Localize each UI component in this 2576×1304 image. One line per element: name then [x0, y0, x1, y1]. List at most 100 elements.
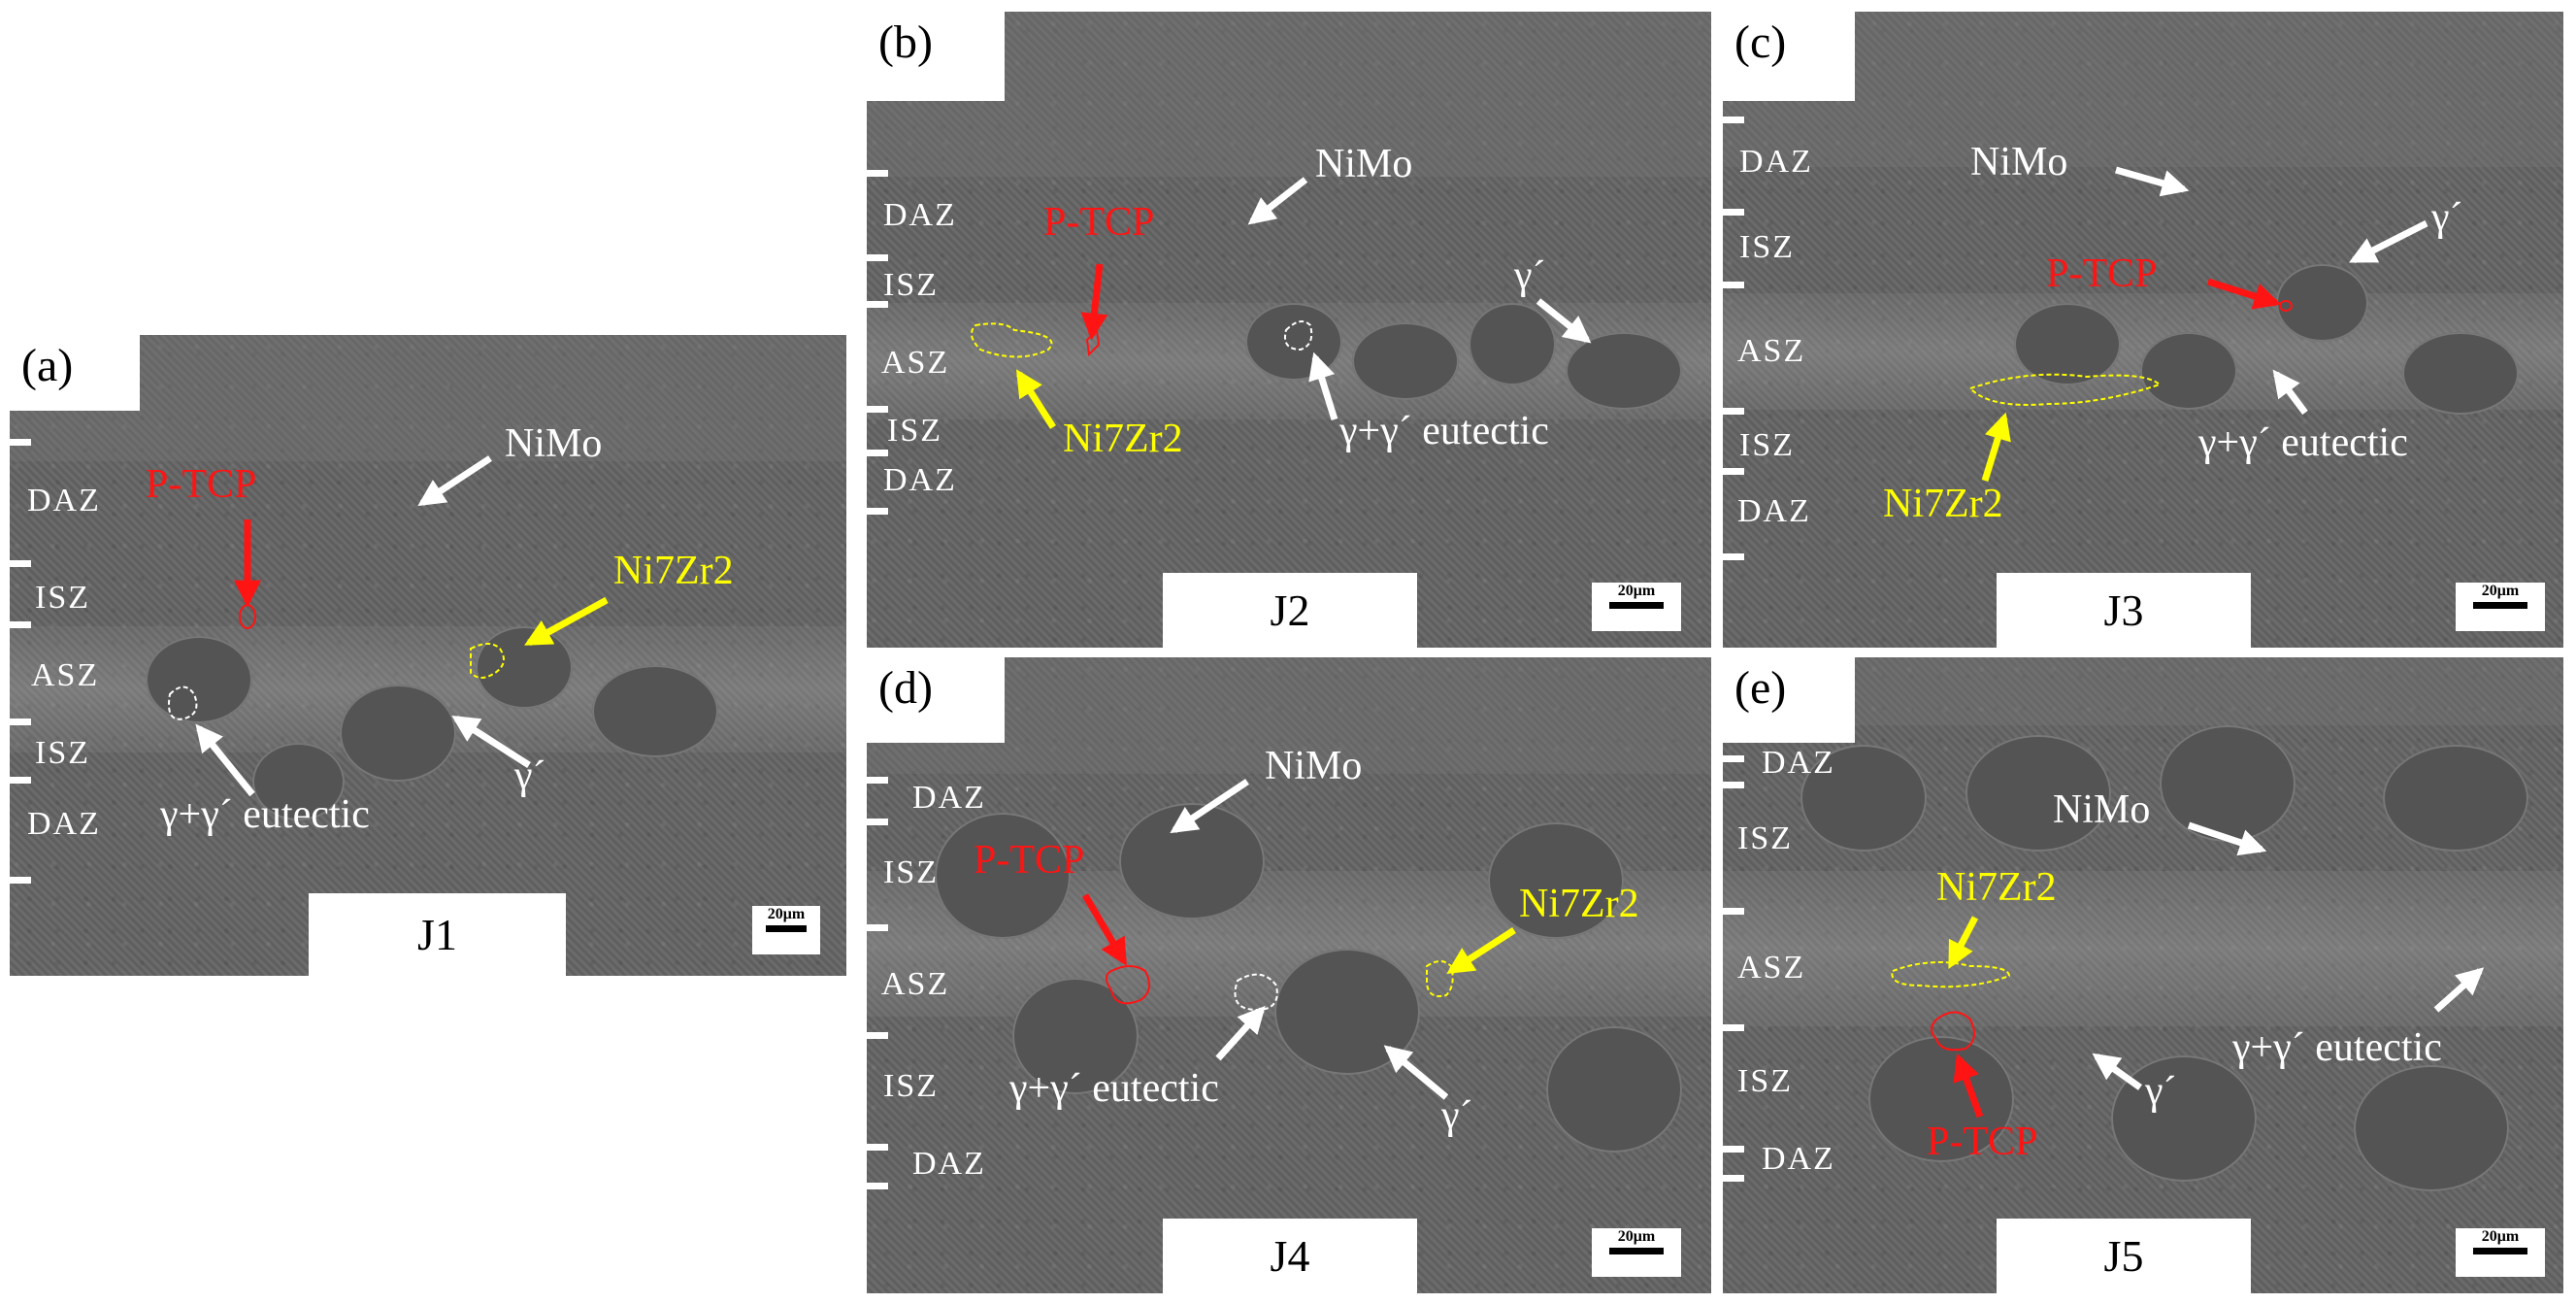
- arrow-gamma-prime: [1383, 1045, 1449, 1100]
- gamma-prime-grain: [2014, 303, 2121, 385]
- zone-tick: [867, 170, 888, 177]
- scale-text: 20μm: [767, 906, 806, 922]
- zone-label-isz: ISZ: [883, 854, 939, 890]
- gamma-prime-grain: [1352, 322, 1459, 400]
- label-eutectic: γ+γ´ eutectic: [2232, 1025, 2442, 1070]
- gamma-prime-grain: [2111, 1055, 2257, 1182]
- zone-tick: [867, 819, 888, 825]
- sem-panel-a: [10, 335, 846, 976]
- label-ptcp: P-TCP: [2046, 251, 2158, 296]
- label-ptcp: P-TCP: [146, 462, 257, 507]
- daz-band: [1723, 12, 2563, 167]
- joint-label-j2: J2: [1163, 573, 1417, 648]
- label-ni7zr2: Ni7Zr2: [1519, 882, 1639, 926]
- eutectic-outline: [1234, 973, 1278, 1012]
- arrow-ptcp: [1080, 263, 1108, 341]
- zone-tick: [1723, 117, 1744, 123]
- zone-tick: [1723, 782, 1744, 788]
- zone-tick: [10, 777, 31, 784]
- joint-label-j4: J4: [1163, 1219, 1417, 1293]
- arrow-nimo: [2115, 166, 2190, 197]
- arrow-ni7zr2: [1446, 927, 1516, 975]
- arrow-ptcp: [1953, 1053, 1984, 1119]
- arrow-nimo: [1247, 177, 1308, 225]
- panel-letter-c: (c): [1723, 12, 1855, 101]
- scale-text: 20μm: [1617, 583, 1656, 599]
- ni7zr2-outline: [971, 322, 1053, 358]
- ni7zr2-outline: [470, 643, 505, 679]
- joint-label-j3: J3: [1997, 573, 2251, 648]
- gamma-prime-grain: [1965, 735, 2111, 852]
- label-ptcp: P-TCP: [1927, 1120, 2038, 1164]
- zone-tick: [867, 406, 888, 413]
- eutectic-outline: [168, 685, 198, 720]
- scale-bar-line: [766, 925, 807, 932]
- panel-letter-a: (a): [10, 335, 140, 411]
- label-gamma-prime: γ´: [2145, 1069, 2177, 1114]
- label-nimo: NiMo: [2053, 787, 2151, 832]
- gamma-prime-grain: [592, 665, 718, 757]
- label-nimo: NiMo: [505, 421, 603, 466]
- zone-label-daz: DAZ: [27, 806, 101, 842]
- label-eutectic: γ+γ´ eutectic: [1009, 1066, 1219, 1111]
- panel-letter-b: (b): [867, 12, 1005, 101]
- zone-label-isz: ISZ: [35, 735, 90, 771]
- label-gamma-prime: γ´: [1514, 253, 1546, 298]
- gamma-prime-grain: [1546, 1026, 1682, 1153]
- zone-label-daz: DAZ: [912, 780, 986, 816]
- ni7zr2-outline: [1968, 373, 2162, 406]
- panel-letter-e: (e): [1723, 657, 1855, 743]
- zone-label-isz: ISZ: [883, 267, 939, 303]
- joint-label-j1: J1: [309, 893, 566, 976]
- arrow-gamma-prime: [2092, 1053, 2143, 1090]
- zone-label-asz: ASZ: [1737, 950, 1806, 986]
- ptcp-outline: [2279, 300, 2293, 312]
- joint-label-j5: J5: [1997, 1219, 2251, 1293]
- arrow-eutectic: [2433, 967, 2485, 1013]
- zone-tick: [867, 777, 888, 784]
- panel-letter-d: (d): [867, 657, 1005, 743]
- ptcp-outline: [239, 604, 256, 629]
- scale-bar-line: [2473, 602, 2527, 609]
- zone-tick: [10, 719, 31, 725]
- gamma-prime-grain: [476, 626, 573, 709]
- zone-tick: [867, 508, 888, 515]
- zone-label-daz: DAZ: [1762, 1141, 1835, 1177]
- zone-tick: [1723, 282, 1744, 288]
- scale-bar: 20μm: [2456, 1228, 2545, 1277]
- zone-label-isz: ISZ: [883, 1068, 939, 1104]
- sem-panel-c: [1723, 12, 2563, 648]
- label-eutectic: γ+γ´ eutectic: [2198, 420, 2408, 465]
- label-ni7zr2: Ni7Zr2: [1883, 482, 2003, 526]
- zone-tick: [10, 877, 31, 884]
- zone-tick: [867, 924, 888, 931]
- ni7zr2-outline: [1891, 961, 2011, 988]
- eutectic-outline: [1284, 320, 1313, 351]
- scale-bar: 20μm: [1592, 583, 1681, 631]
- zone-label-daz: DAZ: [27, 483, 101, 518]
- zone-label-daz: DAZ: [912, 1146, 986, 1182]
- zone-tick: [867, 1032, 888, 1039]
- zone-tick: [867, 1144, 888, 1151]
- label-gamma-prime: γ´: [2431, 195, 2463, 240]
- gamma-prime-grain: [340, 685, 456, 782]
- scale-bar: 20μm: [1592, 1228, 1681, 1277]
- zone-tick: [1723, 1175, 1744, 1182]
- gamma-prime-grain: [146, 636, 252, 723]
- scale-text: 20μm: [2481, 583, 2520, 599]
- zone-label-asz: ASZ: [31, 657, 100, 693]
- zone-label-isz: ISZ: [1737, 1063, 1793, 1099]
- zone-label-daz: DAZ: [883, 462, 957, 498]
- label-ptcp: P-TCP: [974, 838, 1085, 883]
- ni7zr2-outline: [1426, 960, 1454, 997]
- zone-label-daz: DAZ: [1762, 745, 1835, 781]
- zone-tick: [1723, 1146, 1744, 1153]
- daz-band: [867, 657, 1711, 774]
- scale-bar-line: [2473, 1248, 2527, 1254]
- arrow-gamma-prime: [2349, 219, 2428, 264]
- zone-tick: [1723, 908, 1744, 915]
- label-gamma-prime: γ´: [1441, 1093, 1473, 1138]
- zone-label-asz: ASZ: [881, 345, 950, 381]
- scale-bar: 20μm: [2456, 583, 2545, 631]
